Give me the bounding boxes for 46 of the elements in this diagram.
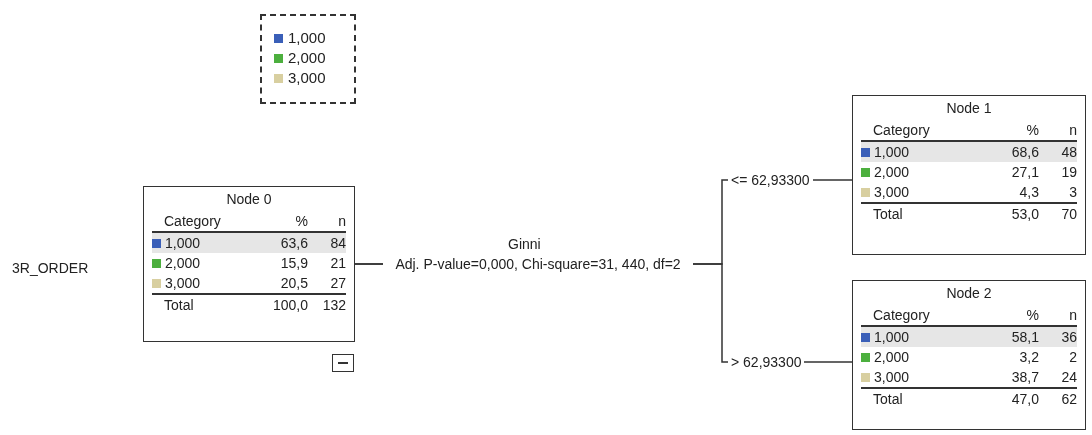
table-cell-text: 21 — [329, 254, 346, 273]
table-cell-text: 2 — [1068, 348, 1077, 367]
node-table-box — [852, 95, 1086, 255]
table-cell-text: 24 — [1060, 368, 1077, 387]
table-cell: 1,000 — [165, 234, 201, 252]
table-cell: Total — [861, 387, 977, 409]
table-cell-text: 20,5 — [279, 274, 308, 293]
table-cell: 58,1 — [977, 327, 1039, 347]
table-cell-text: 15,9 — [279, 254, 308, 273]
table-cell: Total — [861, 202, 977, 224]
table-cell: 132 — [308, 293, 346, 315]
table-cell-text: 3 — [1068, 183, 1077, 202]
table-cell: 47,0 — [977, 387, 1039, 409]
table-cell-text: 27 — [329, 274, 346, 293]
table-cell: Total — [152, 293, 246, 315]
table-cell: 68,6 — [977, 142, 1039, 162]
node-table-box — [852, 280, 1086, 430]
table-cell-text: 19 — [1060, 163, 1077, 182]
table-cell-text: 38,7 — [1010, 368, 1039, 387]
node-title: Node 2 — [945, 285, 993, 301]
table-cell: 2,000 — [874, 348, 910, 366]
node-title: Node 0 — [225, 191, 273, 207]
table-cell: 84 — [308, 233, 346, 253]
table-cell: 3,000 — [165, 274, 201, 292]
legend-label: 2,000 — [288, 48, 326, 68]
table-cell: 63,6 — [246, 233, 308, 253]
table-cell: 70 — [1039, 202, 1077, 224]
table-cell: 3,000 — [874, 368, 910, 386]
node-title: Node 1 — [945, 100, 993, 116]
table-cell-text: 27,1 — [1010, 163, 1039, 182]
table-cell: 2,000 — [165, 254, 201, 272]
table-cell-text: 3,2 — [1018, 348, 1039, 367]
table-cell: 62 — [1039, 387, 1077, 409]
node-table-box — [143, 186, 355, 342]
legend-label: 3,000 — [288, 68, 326, 88]
split-method-label: Ginni — [508, 235, 541, 254]
table-cell: 1,000 — [874, 328, 910, 346]
table-cell: 100,0 — [246, 293, 308, 315]
legend-label: 1,000 — [288, 28, 326, 48]
table-cell: 1,000 — [874, 143, 910, 161]
table-cell: 3,000 — [874, 183, 910, 201]
table-cell: 53,0 — [977, 202, 1039, 224]
table-cell: 2,000 — [874, 163, 910, 181]
table-cell: 48 — [1039, 142, 1077, 162]
table-cell: 36 — [1039, 327, 1077, 347]
table-cell-text: 4,3 — [1018, 183, 1039, 202]
